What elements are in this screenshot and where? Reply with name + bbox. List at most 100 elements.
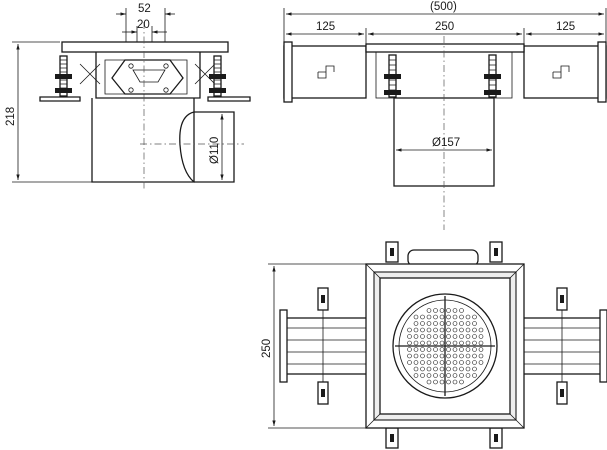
grate-hole: [439, 327, 445, 333]
grate-hole: [478, 327, 484, 333]
grate-hole: [439, 314, 445, 320]
grate-hole: [459, 360, 464, 365]
front-view: (500) 125 250 125 Ø157: [283, 1, 607, 230]
grate-hole: [439, 353, 445, 359]
side-view: 52 20 218 Ø110: [5, 3, 251, 190]
grate-hole: [459, 379, 464, 385]
grate-hole: [407, 340, 412, 346]
grate-hole: [433, 373, 438, 378]
grate-hole: [426, 321, 432, 326]
grate-hole: [465, 340, 471, 346]
grate-hole: [426, 360, 432, 365]
top-arm-right: [521, 287, 607, 405]
grate-hole: [413, 373, 419, 378]
grate-hole: [420, 353, 425, 359]
grate-hole: [459, 347, 464, 352]
grate-hole: [459, 334, 464, 339]
grate-hole: [459, 308, 464, 313]
screw-head-icon: [128, 63, 134, 69]
front-arm-right: [523, 45, 607, 99]
side-threaded-rod-right: [209, 55, 226, 97]
grate-hole: [413, 347, 419, 352]
grate-hole: [439, 373, 445, 378]
grate-hole: [472, 340, 477, 346]
grate-hole: [459, 327, 464, 333]
round-grate: [392, 293, 498, 399]
grate-hole: [459, 340, 464, 346]
slot-icon: [317, 65, 335, 79]
grate-hole: [439, 366, 445, 372]
top-arm-left: [279, 287, 369, 405]
grate-hole: [472, 334, 477, 339]
side-foot-plate-right: [207, 96, 251, 102]
grate-hole: [433, 379, 438, 385]
grate-hole: [472, 347, 477, 352]
grate-hole: [478, 340, 484, 346]
grate-hole: [420, 321, 425, 326]
grate-hole: [446, 327, 451, 333]
grate-hole: [433, 327, 438, 333]
grate-hole: [452, 360, 458, 365]
grate-hole: [413, 353, 419, 359]
grate-hole: [465, 347, 471, 352]
screw-head-icon: [163, 87, 169, 93]
grate-hole: [446, 379, 451, 385]
front-top-plate: [365, 43, 525, 53]
grate-hole: [426, 366, 432, 372]
dim-left-arm-label: 125: [316, 21, 335, 33]
side-outlet-pipe-curve: [179, 111, 195, 183]
dim-outlet-diameter-label: Ø110: [209, 137, 221, 164]
grate-hole: [420, 347, 425, 352]
grate-hole: [472, 373, 477, 378]
grate-hole: [426, 379, 432, 385]
grate-hole: [439, 347, 445, 352]
grate-hole: [407, 353, 412, 359]
top-view: 250: [261, 241, 607, 449]
grate-hole: [446, 353, 451, 359]
grate-hole: [452, 334, 458, 339]
grate-hole: [413, 366, 419, 372]
grate-hole: [459, 353, 464, 359]
grate-hole: [446, 334, 451, 339]
screw-head-icon: [128, 87, 134, 93]
side-cross-bracket: [194, 63, 216, 85]
front-threaded-rod-right: [484, 54, 501, 98]
grate-hole: [452, 314, 458, 320]
dim-body-diameter-label: Ø157: [432, 137, 460, 149]
grate-hole: [446, 308, 451, 313]
grate-hole: [465, 373, 471, 378]
grate-hole: [459, 366, 464, 372]
grate-hole: [452, 340, 458, 346]
dim-side-label: 250: [261, 339, 273, 358]
grate-hole: [426, 314, 432, 320]
grate-hole: [439, 334, 445, 339]
grate-hole: [465, 314, 471, 320]
grate-hole: [439, 321, 445, 326]
grate-hole: [433, 314, 438, 320]
grate-hole: [426, 308, 432, 313]
dim-top-inner-label: 20: [137, 19, 150, 31]
grate-hole: [420, 373, 425, 378]
grate-hole: [433, 353, 438, 359]
grate-hole: [420, 360, 425, 365]
grate-hole: [472, 366, 477, 372]
grate-hole: [426, 340, 432, 346]
grate-hole: [472, 327, 477, 333]
grate-hole: [478, 347, 484, 352]
grate-hole: [439, 340, 445, 346]
grate-hole: [439, 308, 445, 313]
grate-hole: [413, 314, 419, 320]
grate-hole: [413, 321, 419, 326]
grate-hole: [472, 353, 477, 359]
grate-hole: [446, 340, 451, 346]
grate-hole: [452, 353, 458, 359]
grate-hole: [446, 321, 451, 326]
grate-hole: [420, 327, 425, 333]
grate-hole: [433, 334, 438, 339]
grate-hole: [452, 347, 458, 352]
grate-hole: [433, 308, 438, 313]
grate-hole: [446, 347, 451, 352]
grate-hole: [420, 366, 425, 372]
grate-hole: [426, 347, 432, 352]
